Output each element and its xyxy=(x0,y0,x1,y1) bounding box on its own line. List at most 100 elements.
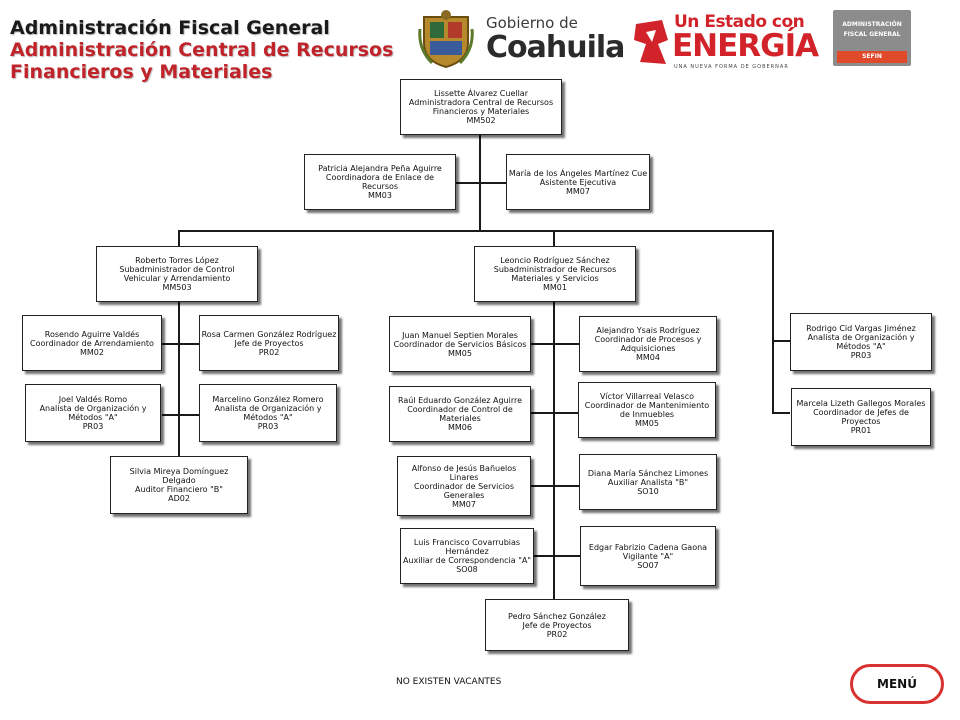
coahuila-logo-small-text: Gobierno de xyxy=(486,14,578,32)
org-box-jefe-proyectos-rosa: Rosa Carmen González Rodríguez Jefe de P… xyxy=(199,315,339,371)
org-box-coordinador-arrendamiento: Rosendo Aguirre Valdés Coordinador de Ar… xyxy=(22,315,162,371)
box-line: Silvia Mireya Domínguez xyxy=(129,467,229,476)
org-box-analista-rodrigo: Rodrigo Cid Vargas Jiménez Analista de O… xyxy=(790,313,932,371)
box-line: MM04 xyxy=(636,353,660,362)
connector-line xyxy=(772,230,774,414)
org-box-auditor-silvia: Silvia Mireya Domínguez Delgado Auditor … xyxy=(110,456,248,514)
box-line: Edgar Fabrizio Cadena Gaona xyxy=(588,542,708,552)
connector-line xyxy=(178,300,180,458)
org-box-vigilante-edgar: Edgar Fabrizio Cadena Gaona Vigilante "A… xyxy=(580,526,716,586)
org-box-coordinador-procesos: Alejandro Ysais Rodríguez Coordinador de… xyxy=(579,316,717,372)
org-box-coordinador-servicios-generales: Alfonso de Jesús Bañuelos Linares Coordi… xyxy=(397,456,531,516)
connector-line xyxy=(772,412,790,414)
box-line: de Inmuebles xyxy=(619,410,675,419)
org-box-subadmin-recursos-materiales: Leoncio Rodríguez Sánchez Subadministrad… xyxy=(474,246,636,302)
energia-logo-big-text: ENERGÍA xyxy=(672,28,819,64)
box-line: Subadministrador de Control xyxy=(119,265,235,274)
connector-line xyxy=(530,343,580,345)
box-line: MM05 xyxy=(635,419,659,428)
box-line: Pedro Sánchez González xyxy=(508,611,606,621)
org-box-coordinador-servicios-basicos: Juan Manuel Septien Morales Coordinador … xyxy=(389,316,531,372)
box-line: Auxiliar de Correspondencia "A" xyxy=(402,556,532,565)
box-line: Coordinador de Mantenimiento xyxy=(584,401,710,410)
org-box-analista-joel: Joel Valdés Romo Analista de Organizació… xyxy=(25,384,161,442)
vacancy-note: NO EXISTEN VACANTES xyxy=(396,677,502,687)
energia-logo-small-text: Un Estado con xyxy=(674,12,805,32)
menu-button[interactable]: MENÚ xyxy=(850,664,944,704)
box-line: Vehicular y Arrendamiento xyxy=(123,274,231,283)
box-line: PR01 xyxy=(850,426,872,435)
box-line: Linares xyxy=(449,472,479,482)
box-line: Hernández xyxy=(445,547,489,556)
energia-flag-icon xyxy=(634,20,668,64)
box-line: Jefe de Proyectos xyxy=(234,338,304,348)
org-box-coordinadora-enlace: Patricia Alejandra Peña Aguirre Coordina… xyxy=(304,154,456,210)
box-line: Coordinador de Procesos y xyxy=(594,335,702,344)
box-line: Auxiliar Analista "B" xyxy=(607,477,689,487)
box-line: Administradora Central de Recursos xyxy=(408,98,554,107)
box-line: Luis Francisco Covarrubias xyxy=(413,538,521,547)
org-box-asistente-ejecutiva: María de los Ángeles Martínez Cue Asiste… xyxy=(506,154,650,210)
box-line: Juan Manuel Septien Morales xyxy=(402,330,518,340)
box-line: Rosendo Aguirre Valdés xyxy=(44,329,140,339)
box-line: PR03 xyxy=(850,351,872,360)
box-line: MM06 xyxy=(448,423,472,432)
connector-line xyxy=(178,230,180,248)
box-line: Financieros y Materiales xyxy=(432,107,530,116)
org-box-coordinador-control-materiales: Raúl Eduardo González Aguirre Coordinado… xyxy=(389,386,531,442)
box-line: Métodos "A" xyxy=(243,413,293,422)
box-line: SO08 xyxy=(456,565,478,574)
sefin-logo: ADMINISTRACIÓN FISCAL GENERAL SEFIN xyxy=(833,10,911,66)
page-subtitle-line-1: Administración Central de Recursos xyxy=(10,39,394,61)
box-line: Analista de Organización y xyxy=(807,333,915,342)
coahuila-logo-big-text: Coahuila xyxy=(486,30,625,65)
sefin-logo-line-2: FISCAL GENERAL xyxy=(843,31,901,38)
box-line: Subadministrador de Recursos xyxy=(493,265,617,274)
box-line: Métodos "A" xyxy=(836,342,886,351)
box-line: MM02 xyxy=(80,347,104,357)
box-line: MM05 xyxy=(448,348,472,358)
box-line: PR03 xyxy=(82,422,104,431)
box-line: Analista de Organización y xyxy=(39,404,147,413)
box-line: Generales xyxy=(443,490,485,500)
box-line: Asistente Ejecutiva xyxy=(539,177,617,187)
page-subtitle-line-2: Financieros y Materiales xyxy=(10,61,273,83)
box-line: Vigilante "A" xyxy=(622,551,674,561)
sefin-logo-line-1: ADMINISTRACIÓN xyxy=(842,21,902,28)
connector-line xyxy=(162,343,200,345)
box-line: Diana María Sánchez Limones xyxy=(587,468,709,478)
org-box-coordinador-jefes-proyectos: Marcela Lizeth Gallegos Morales Coordina… xyxy=(791,388,931,446)
box-line: Marcelino González Romero xyxy=(212,395,324,404)
box-line: Coordinador de Jefes de xyxy=(813,408,909,417)
connector-line xyxy=(162,414,200,416)
box-line: SO07 xyxy=(637,560,659,570)
connector-line xyxy=(178,230,774,232)
org-box-analista-marcelino: Marcelino González Romero Analista de Or… xyxy=(199,384,337,442)
box-line: Coordinador de Servicios xyxy=(413,481,515,491)
connector-line xyxy=(772,340,790,342)
org-box-administradora-central: Lissette Álvarez Cuellar Administradora … xyxy=(400,79,562,135)
connector-line xyxy=(530,412,580,414)
box-line: Coordinador de Arrendamiento xyxy=(30,338,154,348)
box-line: Patricia Alejandra Peña Aguirre xyxy=(318,164,442,173)
connector-line xyxy=(553,230,555,248)
estado-energia-logo: Un Estado con ENERGÍA UNA NUEVA FORMA DE… xyxy=(632,10,838,72)
box-line: Roberto Torres López xyxy=(135,256,219,265)
box-line: Jefe de Proyectos xyxy=(522,620,592,630)
box-line: Rosa Carmen González Rodríguez xyxy=(201,329,337,339)
box-line: MM502 xyxy=(466,116,496,125)
box-line: Lissette Álvarez Cuellar xyxy=(434,89,528,98)
sefin-logo-tag: SEFIN xyxy=(837,51,907,63)
org-box-jefe-proyectos-pedro: Pedro Sánchez González Jefe de Proyectos… xyxy=(485,599,629,651)
org-box-auxiliar-analista-diana: Diana María Sánchez Limones Auxiliar Ana… xyxy=(579,454,717,510)
connector-line xyxy=(553,300,555,600)
box-line: Métodos "A" xyxy=(68,413,118,422)
box-line: MM503 xyxy=(162,283,192,292)
box-line: MM07 xyxy=(452,499,476,509)
gobierno-coahuila-logo: Gobierno de Coahuila xyxy=(486,14,625,70)
box-line: MM07 xyxy=(566,186,590,196)
box-line: María de los Ángeles Martínez Cue xyxy=(508,168,648,178)
box-line: PR03 xyxy=(257,422,279,431)
box-line: SO10 xyxy=(637,486,659,496)
box-line: Alfonso de Jesús Bañuelos xyxy=(411,463,517,473)
